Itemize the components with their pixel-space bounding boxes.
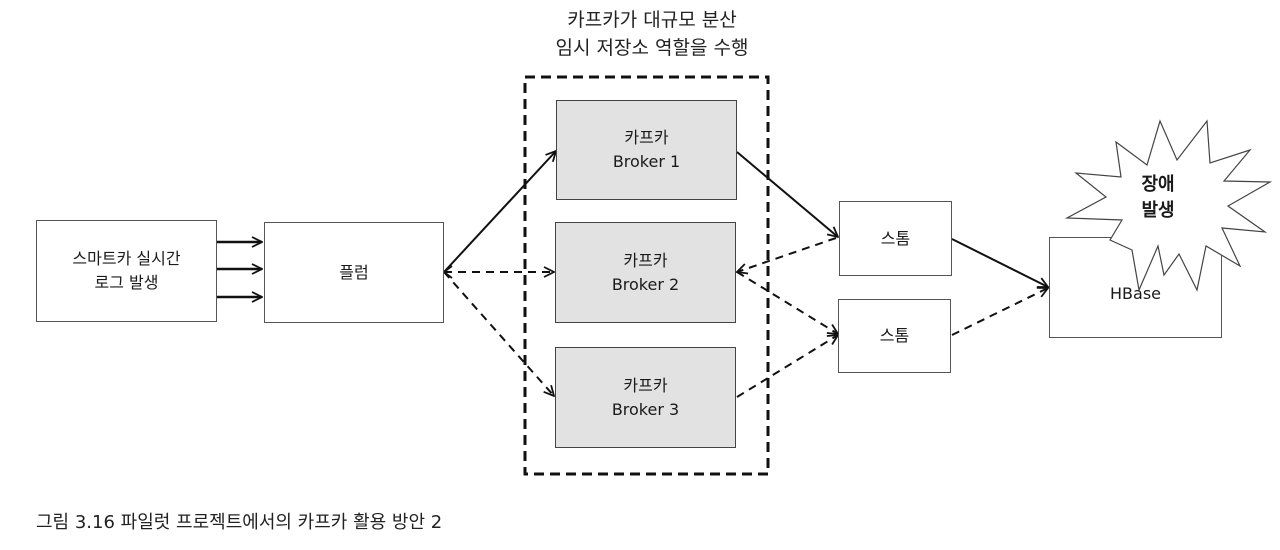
edge-storm1-broker2 — [737, 237, 837, 272]
arrowhead-flume — [442, 265, 453, 279]
edge-storm1-hbase — [951, 238, 1048, 287]
edge-broker2-storm2 — [736, 271, 838, 334]
node-label: 스톰 — [880, 228, 911, 248]
edge-flume-broker3 — [443, 271, 554, 396]
node-label: 스톰 — [879, 326, 910, 345]
node-kafka-broker-2: 카프카 Broker 2 — [555, 222, 736, 323]
failure-label: 장애 발생 — [1141, 174, 1175, 221]
node-kafka-broker-3: 카프카 Broker 3 — [555, 347, 736, 448]
node-label: 카프카 Broker 3 — [611, 375, 680, 419]
node-flume: 플럼 — [264, 222, 444, 323]
edge-broker3-storm2 — [736, 335, 838, 398]
node-label: HBase — [1110, 284, 1161, 303]
node-label: 카프카 Broker 2 — [611, 250, 680, 294]
node-kafka-broker-1: 카프카 Broker 1 — [556, 100, 737, 200]
node-hbase: HBase — [1049, 237, 1222, 338]
edge-flume-broker1 — [443, 151, 556, 273]
kafka-role-annotation: 카프카가 대규모 분산 임시 저장소 역할을 수행 — [555, 9, 749, 59]
edge-broker1-storm1 — [736, 151, 838, 237]
node-storm-1: 스톰 — [839, 201, 952, 276]
kafka-cluster-boundary — [523, 75, 770, 476]
node-label: 플럼 — [339, 262, 369, 282]
figure-caption: 그림 3.16 파일럿 프로젝트에서의 카프카 활용 방안 2 — [36, 512, 443, 533]
node-smartcar-log-source: 스마트카 실시간 로그 발생 — [36, 220, 217, 322]
node-label: 스마트카 실시간 로그 발생 — [72, 249, 181, 292]
node-label: 카프카 Broker 1 — [612, 128, 681, 171]
edge-storm2-hbase — [951, 288, 1048, 336]
node-storm-2: 스톰 — [838, 299, 951, 373]
